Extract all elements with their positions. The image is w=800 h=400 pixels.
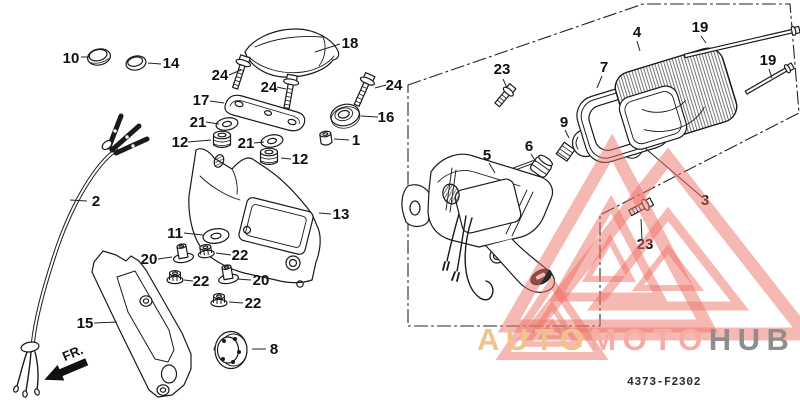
part-label-10: 10 <box>63 50 80 67</box>
triangle-logo-icon <box>495 275 609 360</box>
part-label-18: 18 <box>342 35 359 52</box>
part-label-16: 16 <box>378 109 395 126</box>
taillight-cover-18 <box>244 28 340 78</box>
part-label-21a: 21 <box>190 114 207 131</box>
part-labels: 10 14 18 24 24 24 17 21 12 21 12 16 1 2 … <box>63 19 777 358</box>
part-label-12a: 12 <box>172 134 189 151</box>
taillight-base-5 <box>401 153 555 301</box>
part-label-23a: 23 <box>494 61 511 78</box>
reflector-8 <box>213 330 248 370</box>
part-label-12b: 12 <box>292 151 309 168</box>
bracket-13 <box>188 148 321 288</box>
collar-bushing-20a <box>170 241 195 265</box>
part-label-8: 8 <box>270 341 278 358</box>
part-label-24b: 24 <box>261 79 278 96</box>
part-label-2: 2 <box>92 193 100 210</box>
part-label-4: 4 <box>633 24 642 41</box>
leader-lines <box>69 35 773 350</box>
rubber-bushing-12a <box>212 130 232 149</box>
part-label-14: 14 <box>163 55 180 72</box>
bolt-24b <box>278 73 301 111</box>
part-label-24c: 24 <box>386 77 403 94</box>
rubber-bushing-12b <box>259 147 279 166</box>
collar-1 <box>319 130 333 146</box>
assembly-boundary <box>407 3 800 327</box>
watermark-moto: MOTO <box>590 322 708 357</box>
part-label-22c: 22 <box>245 295 262 312</box>
part-label-22b: 22 <box>193 273 210 290</box>
part-label-20b: 20 <box>253 272 270 289</box>
diagram-code: 4373-F2302 <box>627 376 701 389</box>
plug-10 <box>87 48 111 66</box>
side-plate-15 <box>91 250 192 398</box>
bolt-24a <box>227 53 254 92</box>
part-label-19a: 19 <box>692 19 709 36</box>
wire-harness-2 <box>13 113 150 398</box>
front-direction-indicator: FR. <box>44 342 89 381</box>
plug-14 <box>125 55 147 71</box>
part-label-7: 7 <box>600 59 608 76</box>
part-label-22a: 22 <box>232 247 249 264</box>
watermark-triangles <box>495 133 800 360</box>
flange-nut-22b <box>166 270 184 285</box>
part-label-11: 11 <box>167 225 183 242</box>
triangle-logo-icon <box>516 147 800 341</box>
stay-plate-17 <box>224 94 306 132</box>
part-label-17: 17 <box>193 92 210 109</box>
part-label-20a: 20 <box>141 251 158 268</box>
fr-arrow-icon <box>44 358 89 381</box>
watermark-hub: HUB <box>709 322 796 357</box>
part-label-6: 6 <box>525 138 533 155</box>
part-label-9: 9 <box>560 114 568 131</box>
part-label-24a: 24 <box>212 67 229 84</box>
flange-nut-22c <box>210 293 228 308</box>
bolt-19b <box>744 62 795 95</box>
part-label-21b: 21 <box>238 135 255 152</box>
part-label-15: 15 <box>77 315 94 332</box>
grommet-16 <box>330 103 361 129</box>
taillight-lens-4 <box>614 47 738 150</box>
part-label-1: 1 <box>352 132 360 149</box>
watermark-auto: AUTO <box>477 322 590 357</box>
part-label-5: 5 <box>483 147 491 164</box>
part-label-13: 13 <box>333 206 350 223</box>
washer-21a <box>215 117 239 131</box>
part-label-19b: 19 <box>760 52 777 69</box>
watermark-brand-text: AUTOMOTOHUB <box>477 322 795 357</box>
washer-21b <box>260 134 284 148</box>
bolt-24c <box>349 71 378 109</box>
washer-11 <box>202 228 230 244</box>
bolt-19a <box>683 25 800 59</box>
bolt-23a <box>492 81 519 110</box>
